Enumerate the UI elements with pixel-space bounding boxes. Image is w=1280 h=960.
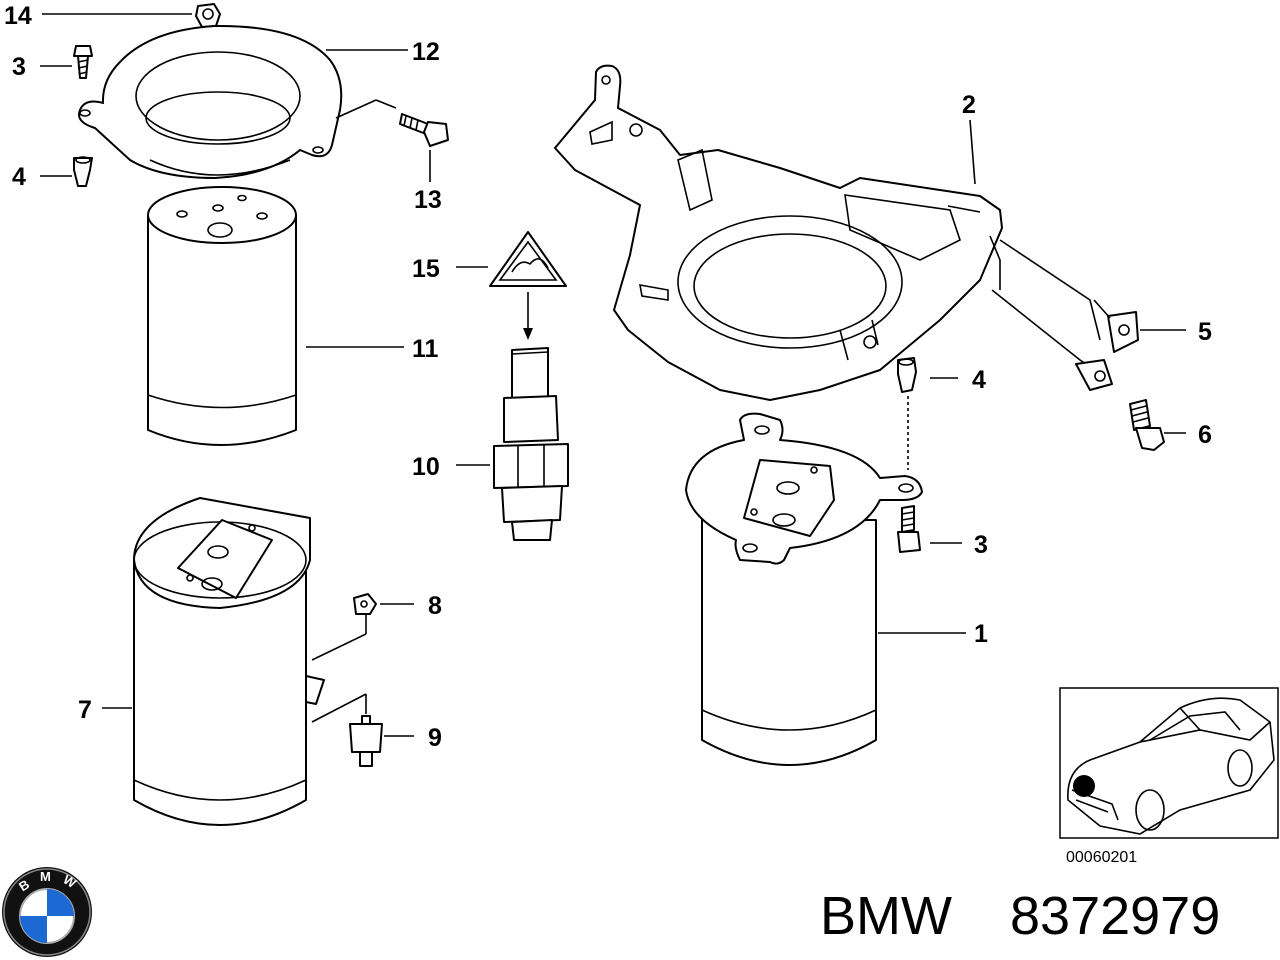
part-3-bolt-right [897, 505, 921, 553]
callout-15: 15 [412, 255, 440, 283]
part-3-bolt-left [73, 45, 93, 79]
callout-2: 2 [962, 91, 976, 119]
callout-11: 11 [412, 335, 439, 363]
part-13-flange-bolt [399, 113, 449, 147]
part-4-clip-nut-right [897, 357, 917, 470]
part-6-bolt [1129, 399, 1165, 451]
callout-14: 14 [4, 2, 32, 30]
callout-12: 12 [412, 38, 440, 66]
location-marker [1073, 775, 1095, 797]
part-2-bracket [554, 64, 1003, 401]
callout-3-right: 3 [974, 531, 988, 559]
callout-10: 10 [412, 453, 440, 481]
callout-9: 9 [428, 724, 442, 752]
leader-lines [40, 13, 1186, 737]
part-15-warning-label [489, 231, 567, 340]
callout-8: 8 [428, 592, 442, 620]
part-9-rubber-mount [349, 715, 383, 767]
inset-reference-code: 00060201 [1066, 849, 1137, 866]
part-5-clip [991, 239, 1139, 391]
bmw-logo: B M W [2, 867, 92, 957]
callout-4-right: 4 [972, 366, 986, 394]
callout-3-left: 3 [12, 53, 26, 81]
part-8-nut [353, 593, 377, 615]
part-12-mounting-ring [78, 24, 343, 179]
part-number: 8372979 [1010, 886, 1220, 946]
callout-5: 5 [1198, 318, 1212, 346]
part-14-nut [195, 3, 221, 28]
brand-name: BMW [820, 886, 952, 946]
part-11-drier-cylinder [147, 186, 297, 446]
callout-6: 6 [1198, 421, 1212, 449]
callout-labels: 14 3 4 12 13 15 11 10 8 7 9 2 5 4 6 3 1 [4, 2, 1212, 752]
vehicle-location-inset: 00060201 [1059, 687, 1279, 866]
part-1-drier-with-flange [685, 412, 923, 766]
callout-1: 1 [974, 620, 988, 648]
part-4-clip-nut-left [73, 156, 93, 187]
callout-4-left: 4 [12, 163, 26, 191]
part-10-pressure-switch [493, 347, 569, 541]
callout-7: 7 [78, 696, 92, 724]
part-7-drier-with-bracket [133, 497, 325, 826]
callout-13: 13 [414, 186, 442, 214]
svg-text:M: M [40, 869, 51, 884]
